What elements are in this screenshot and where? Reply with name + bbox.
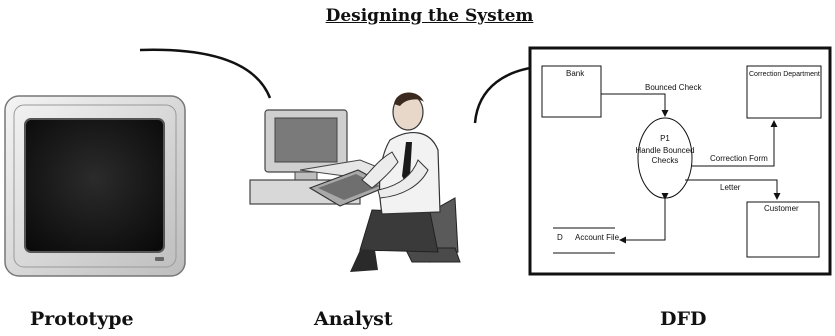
prototype-monitor-icon bbox=[4, 95, 186, 277]
flow-bounced-check-arrow bbox=[601, 93, 669, 117]
dfd-entity-correction-box bbox=[746, 65, 822, 119]
flow-correction-form-arrow bbox=[692, 120, 778, 167]
dfd-datastore-id: D bbox=[557, 233, 563, 242]
dfd-datastore-name: Account File bbox=[575, 233, 620, 242]
slide-title: Designing the System bbox=[325, 6, 534, 26]
dfd-entity-bank-box bbox=[541, 65, 602, 118]
dfd-entity-correction-label: Correction Department bbox=[749, 71, 820, 78]
dfd-flow-correction-form-label: Correction Form bbox=[710, 154, 768, 163]
dfd-flow-bounced-check-label: Bounced Check bbox=[645, 83, 702, 92]
connector-curve-left bbox=[139, 48, 272, 99]
flow-account-file-arrow bbox=[619, 193, 669, 244]
dfd-flow-letter-label: Letter bbox=[720, 183, 741, 192]
caption-dfd: DFD bbox=[660, 308, 707, 330]
dfd-entity-bank-label: Bank bbox=[566, 69, 585, 78]
flow-letter-arrow bbox=[685, 179, 781, 200]
caption-prototype: Prototype bbox=[30, 308, 134, 330]
dfd-process-line1: Handle Bounced bbox=[635, 146, 694, 155]
dfd-process-id: P1 bbox=[660, 134, 670, 143]
dfd-entity-customer-label: Customer bbox=[764, 204, 799, 213]
dfd-entity-customer-box bbox=[746, 201, 820, 258]
analyst-workstation-icon bbox=[249, 92, 461, 272]
caption-analyst: Analyst bbox=[314, 308, 393, 330]
dfd-process-line2: Checks bbox=[652, 156, 679, 165]
